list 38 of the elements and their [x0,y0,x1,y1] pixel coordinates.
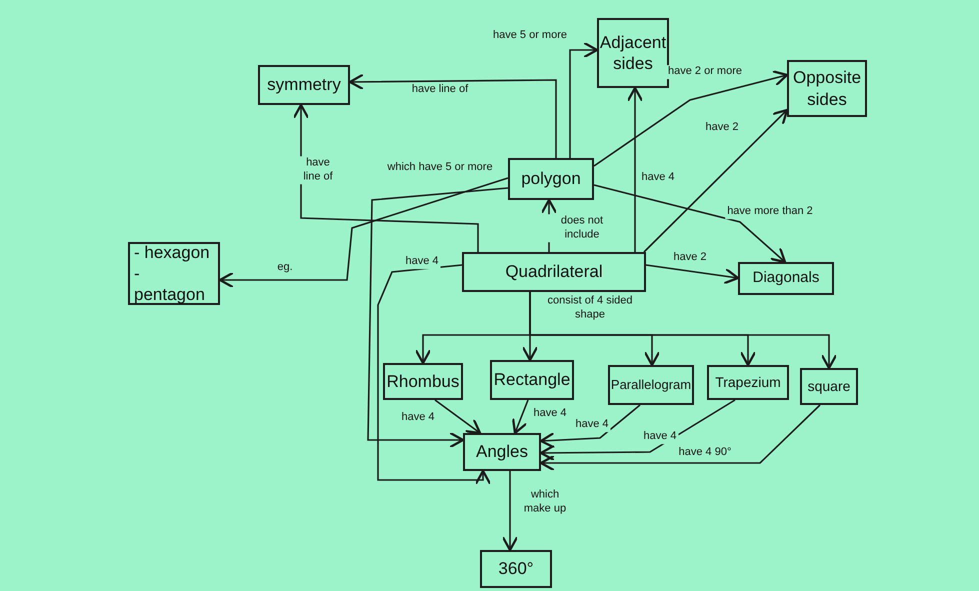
arrow [377,264,492,486]
concept-box: Trapezium [707,365,789,400]
concept-box: polygon [508,158,594,200]
arrow [540,399,736,462]
concept-box: square [800,368,858,405]
concept-box: symmetry [258,65,350,105]
arrow [540,404,640,449]
arrow [292,104,479,252]
edge-label: have 2 or more [666,65,744,79]
arrow [218,177,508,288]
arrow [348,74,557,158]
concept-box: Adjacent sides [597,18,669,88]
concept-box: Diagonals [738,262,834,295]
concept-box: Rhombus [383,363,463,400]
concept-box: Quadrilateral [462,252,646,292]
arrow [367,187,508,448]
arrow [626,86,644,252]
concept-box: Rectangle [490,360,574,400]
edge-label: have 4 [403,255,441,269]
arrow [643,108,788,253]
concept-box: Angles [463,433,541,471]
edge-label: have 4 [573,418,611,432]
arrow [594,70,788,167]
arrow [529,292,838,370]
concept-box: - hexagon - pentagon [128,242,220,305]
edge-label: have 4 [641,430,679,444]
arrow [646,264,740,284]
arrow [502,471,518,552]
arrow [512,400,529,434]
arrow [434,399,482,434]
edge-label: eg. [275,261,295,275]
arrow [540,404,821,472]
arrow [569,42,598,158]
concept-box: Parallelogram [608,365,694,405]
edge-label: have more than 2 [725,205,815,219]
arrow [594,184,786,264]
concept-box: 360° [480,550,552,588]
concept-box: Opposite sides [787,60,867,117]
